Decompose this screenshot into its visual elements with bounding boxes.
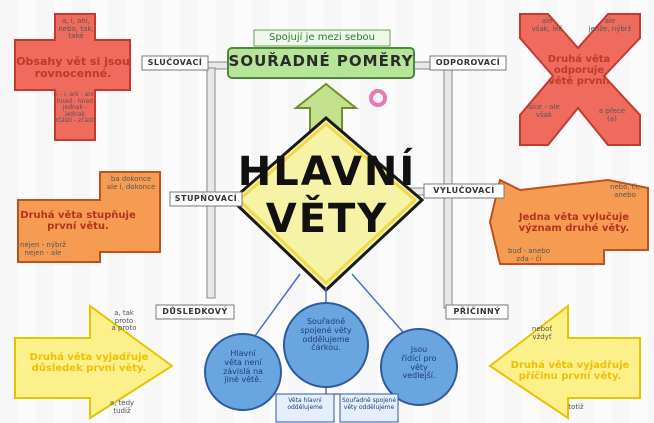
label-vylucovaci: VYLUČOVACÍ	[433, 186, 495, 195]
blue-circle-left	[204, 333, 282, 411]
mid-right-conj-bottom: buď - anebo zda - či	[507, 247, 551, 263]
tag-dusledkovy	[155, 304, 235, 320]
orange-arrow-right	[488, 178, 649, 265]
circle-right-text: Jsou řídící pro věty vedlejší.	[401, 345, 437, 381]
top-left-conj-bottom: i - i, ani - ani hned - hned jednak - je…	[54, 91, 96, 125]
line-to-right-circle	[351, 273, 411, 341]
top-right-conj-top-left: ale však, leč	[531, 17, 563, 33]
tag-stupnovaci	[169, 191, 243, 207]
top-left-text: Obsahy vět si jsou rovnocenné.	[16, 55, 130, 81]
yellow-arrow-right	[488, 303, 641, 420]
label-odporovaci: ODPOROVACÍ	[435, 58, 501, 67]
mid-left-conj-top: ba dokonce ale i, dokonce	[106, 175, 156, 191]
mid-right-conj-top: nebo, či, anebo	[610, 183, 640, 199]
label-pricinny: PŘÍČINNÝ	[453, 307, 501, 316]
center-title-line1: HLAVNÍ	[237, 149, 417, 195]
line-to-left-circle	[251, 273, 301, 341]
top-title-box	[227, 47, 415, 79]
blue-circle-right	[380, 328, 458, 406]
top-right-conj-bottom-right: a přece (a)	[598, 107, 626, 123]
mid-left-text: Druhá věta stupňuje první větu.	[20, 210, 136, 232]
circle-middle-text: Souřadně spojené věty oddělujeme čárkou.	[300, 317, 352, 353]
red-x-right	[519, 13, 641, 146]
top-note-box	[253, 29, 391, 47]
bottom-right-conj-top: neboť vždyť	[531, 325, 553, 341]
tag-odporovaci	[429, 55, 507, 71]
yellow-arrow-left	[14, 304, 174, 420]
bottom-box-right-text: Souřadně spojené věty oddělujeme	[341, 397, 397, 411]
mid-left-conj-bottom: nejen - nýbrž nejen - ale	[20, 241, 66, 257]
top-right-conj-top-right: ale jenže, nýbrž	[588, 17, 632, 33]
tag-slucovaci	[141, 55, 209, 71]
bottom-box-left-text: Věta hlavní oddělujeme	[287, 397, 323, 411]
top-left-conj-top: a, i, ani, nebo, tak, také	[58, 17, 94, 41]
bottom-box-left	[275, 393, 335, 423]
top-title: SOUŘADNÉ POMĚRY	[228, 52, 414, 70]
bottom-left-conj-top: a, tak proto a proto	[111, 309, 137, 333]
red-cross-left	[14, 13, 131, 141]
circle-left-text: Hlavní věta není závislá na jiné větě.	[223, 349, 263, 385]
center-diamond-inner	[236, 122, 418, 286]
center-title-line2: VĚTY	[265, 196, 389, 242]
bottom-right-text: Druhá věta vyjadřuje příčinu první věty.	[510, 360, 630, 382]
orange-arrow-left	[17, 171, 161, 263]
mid-right-text: Jedna věta vylučuje význam druhé věty.	[518, 212, 630, 234]
bar-left-vertical	[206, 67, 216, 299]
top-note: Spojují je mezi sebou	[268, 32, 376, 43]
tag-vylucovaci	[423, 183, 505, 199]
bottom-box-right	[339, 393, 399, 423]
top-right-text: Druhá věta odporuje větě první.	[547, 54, 611, 87]
pink-ring	[369, 89, 387, 107]
bottom-left-conj-bottom: a, tedy tudíž	[109, 399, 135, 415]
bottom-right-conj-bottom: totiž	[568, 403, 584, 411]
label-slucovaci: SLUČOVACÍ	[147, 58, 203, 67]
label-dusledkovy: DŮSLEDKOVÝ	[162, 307, 228, 316]
tag-pricinny	[445, 304, 509, 320]
top-right-conj-bottom-left: sice - ale však	[528, 103, 560, 119]
bottom-left-text: Druhá věta vyjadřuje důsledek první věty…	[29, 352, 149, 374]
label-stupnovaci: STUPŇOVACÍ	[174, 194, 238, 203]
